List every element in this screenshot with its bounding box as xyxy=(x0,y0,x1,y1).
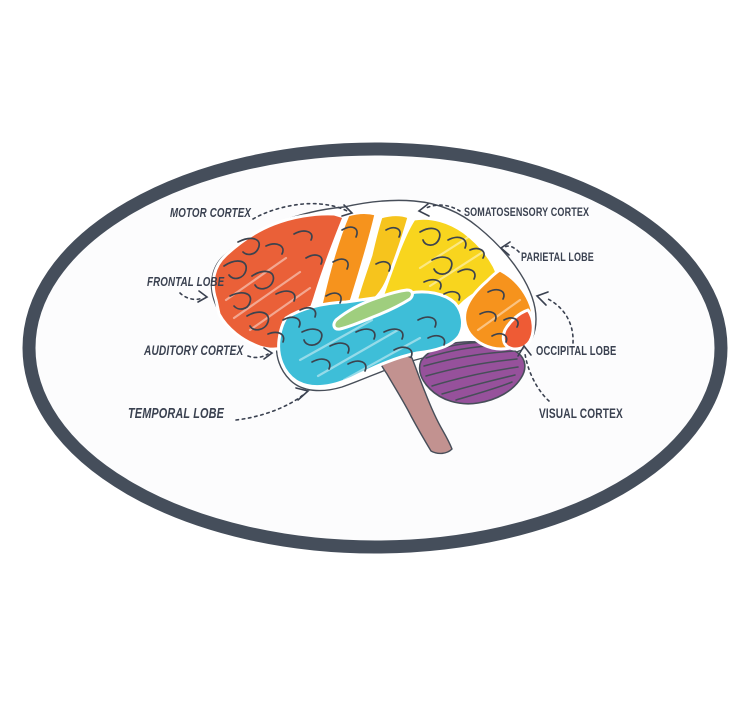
motor-cortex-label: MOTOR CORTEX xyxy=(170,205,252,220)
gyri-lines xyxy=(223,226,519,372)
visual-cortex-arrow xyxy=(524,353,550,402)
somatosensory-cortex-label: SOMATOSENSORY CORTEX xyxy=(464,205,590,219)
frontal-lobe-region xyxy=(211,212,346,351)
occipital-lobe-arrow xyxy=(545,297,574,344)
frontal-lobe-label: FRONTAL LOBE xyxy=(147,274,225,289)
parietal-lobe-label: PARIETAL LOBE xyxy=(521,250,594,264)
visual-cortex-label: VISUAL CORTEX xyxy=(539,406,623,421)
somatosensory-cortex-arrow xyxy=(423,204,461,212)
motor-cortex-arrow xyxy=(252,202,350,220)
parietal-lobe-arrow xyxy=(504,245,520,253)
auditory-cortex-arrow xyxy=(247,353,269,359)
brainstem xyxy=(379,353,453,455)
insular-patch-region xyxy=(332,288,414,331)
brain-illustration xyxy=(210,199,537,455)
temporal-lobe-arrow xyxy=(235,394,304,421)
temporal-lobe-label: TEMPORAL LOBE xyxy=(128,406,225,422)
cerebellum-region xyxy=(418,341,526,405)
auditory-cortex-label: AUDITORY CORTEX xyxy=(144,343,244,358)
occipital-lobe-label: OCCIPITAL LOBE xyxy=(536,344,617,358)
arrowheads xyxy=(197,203,549,401)
cortex-regions xyxy=(211,211,535,389)
highlight-streaks xyxy=(224,234,522,382)
frontal-lobe-arrow xyxy=(179,292,203,301)
label-arrows xyxy=(179,202,574,421)
brainstem-region xyxy=(379,353,453,455)
occipital-tip-region xyxy=(501,308,535,351)
